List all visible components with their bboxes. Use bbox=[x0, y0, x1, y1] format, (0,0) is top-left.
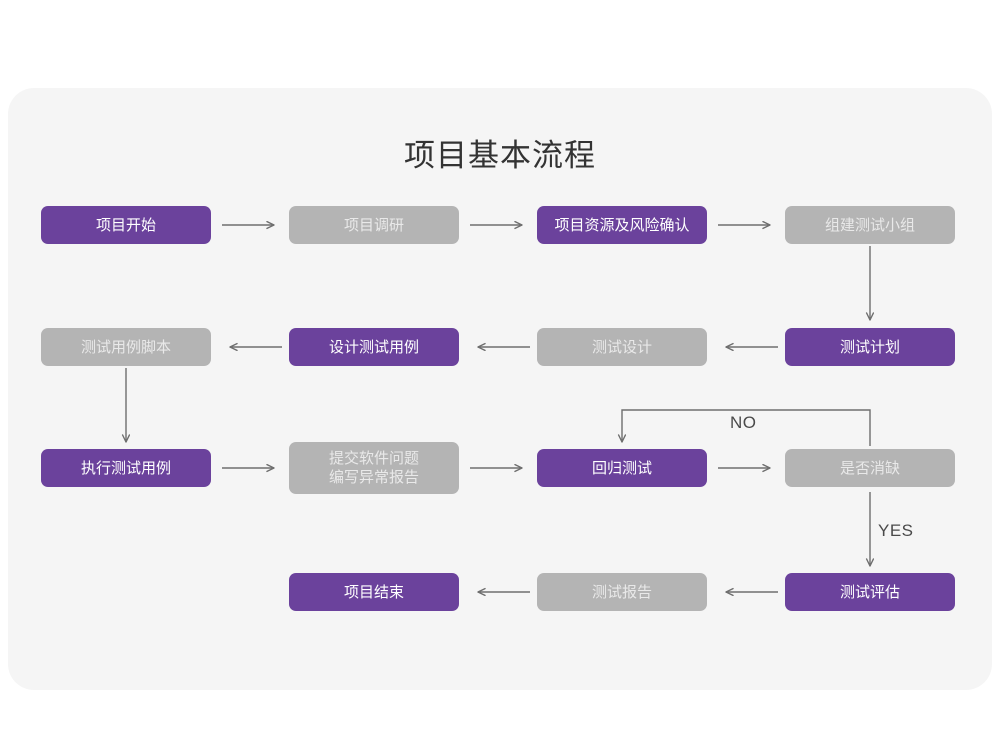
node-project-start[interactable]: 项目开始 bbox=[41, 206, 211, 244]
node-regression-test[interactable]: 回归测试 bbox=[537, 449, 707, 487]
edge-label-no: NO bbox=[730, 413, 757, 432]
node-design-test-case[interactable]: 设计测试用例 bbox=[289, 328, 459, 366]
edge-label-yes: YES bbox=[878, 521, 914, 540]
node-project-research[interactable]: 项目调研 bbox=[289, 206, 459, 244]
node-submit-defect-report-line2: 编写异常报告 bbox=[328, 469, 419, 486]
node-test-case-script[interactable]: 测试用例脚本 bbox=[41, 328, 211, 366]
node-form-test-team[interactable]: 组建测试小组 bbox=[785, 206, 955, 244]
node-project-end[interactable]: 项目结束 bbox=[289, 573, 459, 611]
node-resource-risk-confirm[interactable]: 项目资源及风险确认 bbox=[537, 206, 707, 244]
node-test-evaluation[interactable]: 测试评估 bbox=[785, 573, 955, 611]
node-test-report[interactable]: 测试报告 bbox=[537, 573, 707, 611]
node-submit-defect-report-line1: 提交软件问题 bbox=[328, 450, 419, 467]
page-title: 项目基本流程 bbox=[404, 138, 596, 173]
node-execute-test-case[interactable]: 执行测试用例 bbox=[41, 449, 211, 487]
node-submit-defect-report[interactable]: 提交软件问题 编写异常报告 bbox=[289, 442, 459, 494]
node-test-design[interactable]: 测试设计 bbox=[537, 328, 707, 366]
node-test-plan[interactable]: 测试计划 bbox=[785, 328, 955, 366]
node-defect-cleared[interactable]: 是否消缺 bbox=[785, 449, 955, 487]
